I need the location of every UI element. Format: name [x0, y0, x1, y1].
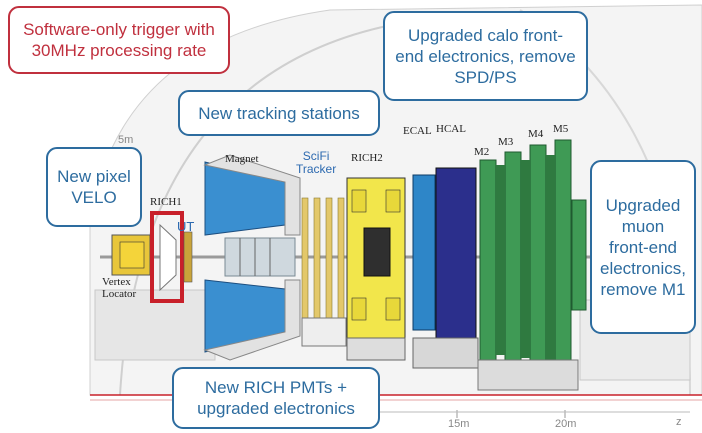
muon-m2 — [479, 159, 497, 361]
ecal-block — [412, 174, 436, 331]
velo-modules — [119, 241, 145, 269]
label-hcal: HCAL — [436, 123, 466, 135]
callout-muon: Upgraded muon front-end electronics, rem… — [590, 160, 696, 334]
scifi-support — [301, 317, 347, 347]
label-m2: M2 — [474, 146, 490, 158]
rich2-base — [346, 337, 406, 361]
callout-velo: New pixel VELO — [46, 147, 142, 227]
rich1-frame — [150, 211, 184, 303]
label-m4: M4 — [528, 128, 544, 140]
label-magnet: Magnet — [225, 153, 259, 165]
ut-station — [183, 231, 193, 283]
callout-rich: New RICH PMTs + upgraded electronics — [172, 367, 380, 429]
label-rich1: RICH1 — [150, 196, 182, 208]
scale-5m: 5m — [118, 134, 134, 146]
label-vertex-locator: Vertex Locator — [102, 276, 137, 300]
muon-m4 — [529, 144, 547, 366]
muon-m5 — [554, 139, 572, 369]
scale-z: z — [676, 416, 682, 428]
calo-base — [412, 337, 479, 369]
muon-m3 — [504, 151, 522, 363]
magnet-yoke-lower — [203, 279, 301, 361]
label-rich2: RICH2 — [351, 152, 383, 164]
label-ut: UT — [177, 219, 195, 234]
label-ecal: ECAL — [403, 125, 432, 137]
callout-tracking: New tracking stations — [178, 90, 380, 136]
scale-15m: 15m — [448, 418, 470, 430]
magnet-coil-fins — [224, 237, 296, 277]
rich2 — [346, 177, 406, 361]
muon-filter — [496, 165, 505, 355]
scifi-tracker — [301, 197, 347, 347]
muon-shield — [571, 199, 587, 311]
rich1-mirror — [159, 223, 177, 292]
muon-stations — [479, 139, 587, 369]
hcal-block — [435, 167, 477, 339]
scale-20m: 20m — [555, 418, 577, 430]
callout-calo: Upgraded calo front- end electronics, re… — [383, 11, 588, 101]
muon-filter-3 — [546, 155, 555, 360]
magnet-yoke-upper — [203, 154, 301, 236]
label-m5: M5 — [553, 123, 569, 135]
muon-base — [477, 359, 579, 391]
callout-trigger: Software-only trigger with 30MHz process… — [8, 6, 230, 74]
magnet-group — [203, 154, 301, 361]
rich2-readout — [363, 227, 391, 277]
muon-filter-2 — [521, 160, 530, 358]
label-scifi: SciFi Tracker — [296, 149, 337, 176]
label-m3: M3 — [498, 136, 514, 148]
